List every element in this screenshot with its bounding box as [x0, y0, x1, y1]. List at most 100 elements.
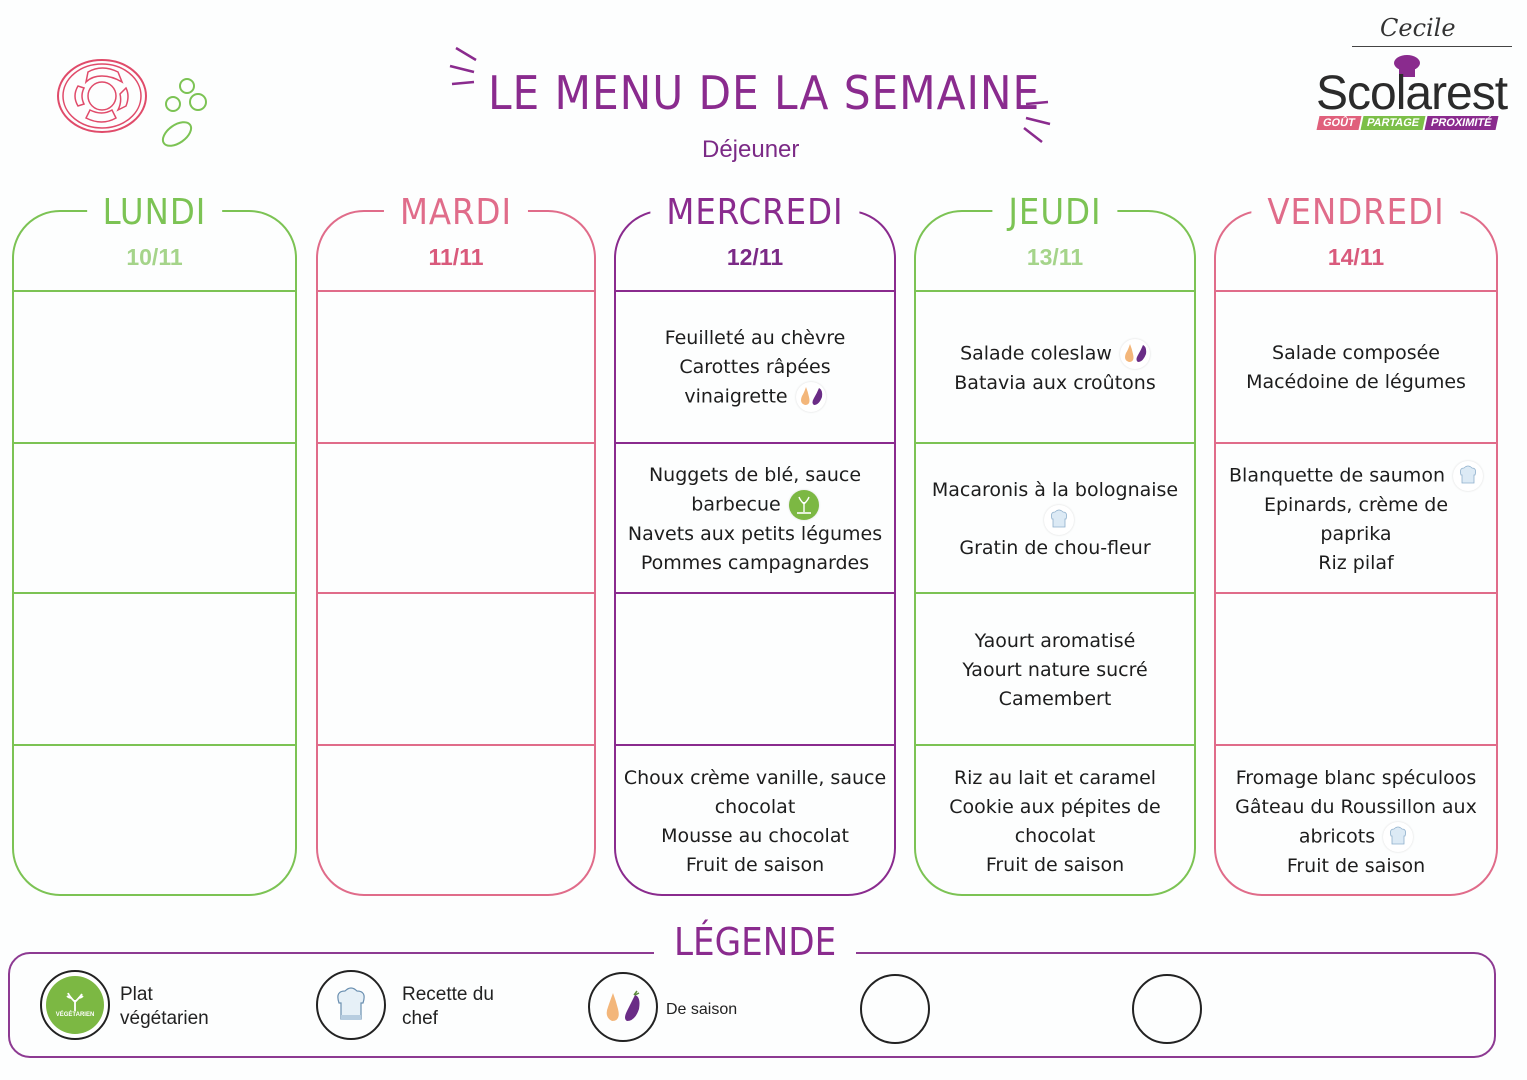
dish-text: Nuggets de blé, sauce [648, 463, 862, 486]
dish-line: Riz au lait et caramel [954, 764, 1156, 793]
dish-text: Yaourt nature sucré [962, 658, 1148, 681]
dish-text: Camembert [998, 687, 1112, 710]
dish-line: Gâteau du Roussillon aux [1235, 793, 1477, 822]
dish-line: Choux crème vanille, sauce [624, 764, 886, 793]
chef-hat-icon [1452, 460, 1483, 491]
dish-text: Choux crème vanille, sauce [623, 767, 887, 789]
course-cell [316, 290, 596, 444]
day-date: 14/11 [1327, 244, 1385, 270]
peas-icon [161, 78, 207, 147]
dish-text: Macédoine de légumes [1246, 371, 1466, 393]
dish-line: Fruit de saison [686, 851, 824, 880]
dish-line: barbecue [691, 489, 819, 520]
dish-text: Gratin de chou-fleur [959, 536, 1151, 559]
dish-text: Feuilleté au chèvre [664, 327, 846, 349]
dish-line: Nuggets de blé, sauce [649, 461, 861, 490]
signature-line [1352, 46, 1512, 47]
legend-label-line: Recette du [402, 984, 494, 1005]
vegetarian-badge-text: VÉGÉTARIEN [55, 1012, 95, 1018]
dish-text: barbecue [691, 493, 781, 515]
tagline-gout: GOÛT [1316, 116, 1362, 130]
day-name: MERCREDI [650, 192, 860, 233]
dish-line: Feuilleté au chèvre [665, 324, 846, 353]
dish-text: Cookie aux pépites de [949, 796, 1161, 818]
dish-text: Salade composée [1272, 342, 1440, 364]
day-name: JEUDI [992, 192, 1118, 233]
dish-text: Pommes campagnardes [640, 551, 870, 574]
tagline-proximite: PROXIMITÉ [1424, 116, 1498, 130]
legend-box [8, 952, 1496, 1058]
dish-text: Blanquette de saumon [1229, 464, 1445, 486]
dish-text: Epinards, crème de [1263, 493, 1449, 516]
scolarest-logo: Scolarest [1316, 67, 1508, 120]
course-cell [316, 592, 596, 746]
course-cell [316, 442, 596, 594]
empty-legend-slot-1 [860, 974, 930, 1044]
dish-line: Fromage blanc spéculoos [1236, 764, 1477, 793]
legend-label-seasonal: De saison [666, 1001, 738, 1018]
chef-hat-icon [1044, 504, 1074, 535]
day-name: LUNDI [86, 192, 223, 233]
course-cell [316, 744, 596, 898]
dish-text: Salade coleslaw [960, 342, 1112, 364]
dish-line: Camembert [999, 685, 1112, 714]
legend-label-line: chef [402, 1008, 438, 1029]
dish-text: Fruit de saison [685, 854, 825, 876]
course-cell [12, 592, 297, 746]
dish-line: chocolat [1015, 822, 1096, 851]
dish-text: chocolat [1014, 825, 1096, 847]
title-burst-left-icon [449, 46, 477, 86]
dish-line: Epinards, crème de [1264, 491, 1448, 520]
chef-hat-icon [1383, 821, 1414, 852]
dish-line: paprika [1320, 520, 1391, 549]
meal-subtitle: Déjeuner [702, 136, 800, 163]
day-date: 12/11 [726, 244, 784, 270]
course-cell [12, 442, 297, 594]
dish-line: Navets aux petits légumes [628, 520, 882, 549]
dish-line: Fruit de saison [986, 851, 1124, 880]
dish-line: Riz pilaf [1318, 549, 1393, 578]
vegetarian-legend-icon: VÉGÉTARIEN [40, 970, 110, 1040]
dish-text: Riz pilaf [1318, 551, 1394, 574]
day-date: 11/11 [428, 244, 484, 270]
dish-line: Macédoine de légumes [1246, 368, 1466, 397]
dish-text: Navets aux petits légumes [627, 522, 883, 545]
seasonal-legend-icon [588, 972, 658, 1042]
dish-line: chocolat [715, 793, 796, 822]
day-date: 13/11 [1026, 244, 1084, 270]
dish-text: Mousse au chocolat [661, 825, 849, 847]
vegetarian-icon [788, 489, 819, 520]
dish-text: vinaigrette [684, 385, 788, 408]
dish-line: Fruit de saison [1287, 852, 1425, 881]
legend-label-vegetarian: Plat végétarien [120, 983, 209, 1031]
chef-hat-legend-icon [316, 970, 386, 1040]
legend-title: LÉGENDE [654, 920, 857, 964]
dish-line: Batavia aux croûtons [954, 369, 1155, 398]
course-cell [614, 592, 896, 746]
dish-text: Fruit de saison [1286, 854, 1426, 877]
tomato-slice-icon [57, 59, 147, 133]
dish-text: Macaronis à la bolognaise [931, 478, 1179, 501]
dish-text: Gâteau du Roussillon aux [1235, 795, 1477, 818]
dish-line: Cookie aux pépites de [949, 793, 1160, 822]
course-cell [12, 290, 297, 444]
dish-line: vinaigrette [684, 382, 826, 412]
empty-legend-slot-2 [1132, 974, 1202, 1044]
dish-text: Carottes râpées [679, 356, 831, 378]
seasonal-icon [1119, 338, 1150, 369]
course-cell [12, 744, 297, 898]
seasonal-icon [795, 382, 826, 412]
dish-text: paprika [1320, 522, 1392, 545]
dish-line: Mousse au chocolat [661, 822, 849, 851]
